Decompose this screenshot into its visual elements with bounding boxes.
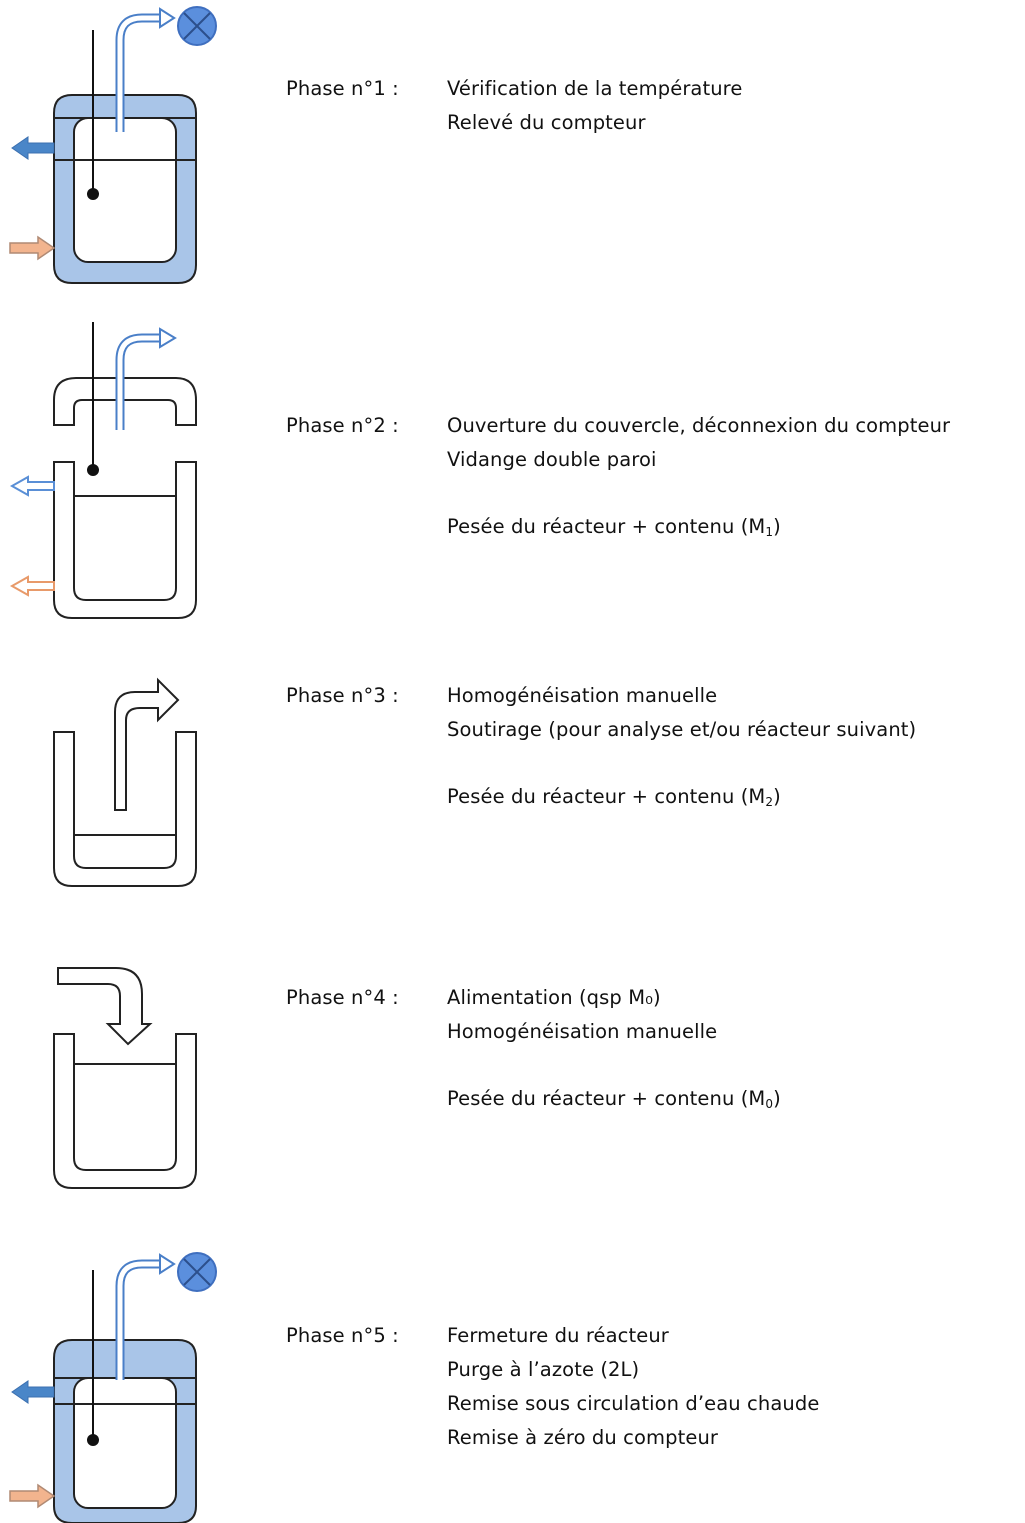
step-text: Fermeture du réacteur [447, 1324, 669, 1347]
phase-1: Phase n°1 : Vérification de la températu… [0, 0, 1025, 300]
gas-outlet-tube [117, 1261, 162, 1380]
hot-water-inlet-arrow [9, 235, 56, 261]
arrow-icon [159, 7, 176, 29]
step-text: Remise sous circulation d’eau chaude [447, 1392, 820, 1415]
step-text: Homogénéisation manuelle [447, 684, 718, 707]
reactor-closed-diagram [9, 6, 217, 284]
phase-label: Phase n°1 : [286, 77, 399, 100]
reactor-feeding-diagram [53, 967, 197, 1189]
phase-4: Phase n°4 : Alimentation (qsp M₀) Homogé… [0, 940, 1025, 1240]
reactor-lid [53, 377, 197, 426]
weighing-text: Pesée du réacteur + contenu (M2) [447, 785, 781, 809]
reactor-vessel [53, 1033, 197, 1189]
phase-label: Phase n°3 : [286, 684, 399, 707]
phase-steps: Alimentation (qsp M₀) Homogénéisation ma… [447, 981, 781, 1121]
feed-arrow [57, 967, 153, 1046]
arrow-icon [159, 1253, 176, 1275]
gas-counter-icon [177, 6, 217, 46]
reactor-vessel [53, 731, 197, 887]
arrow-icon [159, 327, 177, 349]
reactor-closed-diagram [9, 1252, 217, 1523]
phase-label: Phase n°5 : [286, 1324, 399, 1347]
step-text: Relevé du compteur [447, 111, 646, 134]
step-text: Homogénéisation manuelle [447, 1020, 718, 1043]
weighing-text: Pesée du réacteur + contenu (M1) [447, 515, 781, 539]
phase-label: Phase n°4 : [286, 986, 399, 1009]
phase-steps: Ouverture du couvercle, déconnexion du c… [447, 409, 950, 549]
gas-counter-icon [177, 1252, 217, 1292]
sampling-arrow [114, 677, 180, 811]
hot-water-inlet-arrow [9, 1483, 56, 1509]
step-text: Soutirage (pour analyse et/ou réacteur s… [447, 718, 917, 741]
phase-steps: Homogénéisation manuelle Soutirage (pour… [447, 679, 916, 819]
step-text: Remise à zéro du compteur [447, 1426, 719, 1449]
reactor-open-diagram [9, 322, 197, 619]
step-text: Vérification de la température [447, 77, 743, 100]
hot-water-inlet-arrow [9, 575, 55, 597]
step-text: Vidange double paroi [447, 448, 657, 471]
hot-water-outlet-arrow [11, 1380, 55, 1404]
gas-outlet-tube [117, 335, 162, 430]
hot-water-outlet-arrow [11, 136, 55, 160]
step-text: Ouverture du couvercle, déconnexion du c… [447, 414, 951, 437]
step-text: Purge à l’azote (2L) [447, 1358, 640, 1381]
phase-2: Phase n°2 : Ouverture du couvercle, déco… [0, 300, 1025, 640]
phase-label: Phase n°2 : [286, 414, 399, 437]
weighing-text: Pesée du réacteur + contenu (M0) [447, 1087, 781, 1111]
phase-5: Phase n°5 : Fermeture du réacteur Purge … [0, 1240, 1025, 1523]
reactor-sampling-diagram [53, 677, 197, 887]
phase-steps: Vérification de la température Relevé du… [447, 72, 742, 140]
reactor-vessel [53, 461, 197, 619]
step-text: Alimentation (qsp M₀) [447, 986, 661, 1009]
phase-steps: Fermeture du réacteur Purge à l’azote (2… [447, 1319, 819, 1455]
hot-water-outlet-arrow [9, 475, 55, 497]
phase-3: Phase n°3 : Homogénéisation manuelle Sou… [0, 640, 1025, 940]
